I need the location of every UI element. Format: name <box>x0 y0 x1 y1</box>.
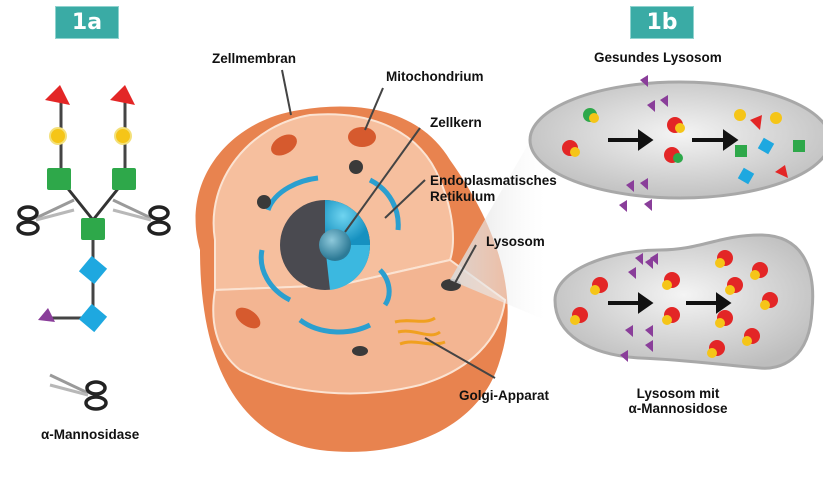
label-zellkern: Zellkern <box>430 115 482 130</box>
red-triangle-right <box>110 85 135 105</box>
green-cube-left <box>47 168 71 190</box>
label-alpha-mannosidose: α-Mannosidose <box>628 401 728 416</box>
label-lysosom-mit: Lysosom mit <box>636 386 720 401</box>
purple-triangle <box>38 308 55 322</box>
healthy-lysosome <box>528 75 823 212</box>
vesicle-3 <box>352 346 368 356</box>
blue-cube-lower <box>78 303 108 333</box>
vesicle-2 <box>349 160 363 174</box>
label-er-line1: Endoplasmatisches <box>430 173 557 188</box>
mitochondrion-1 <box>348 127 376 147</box>
blue-cube-upper <box>78 255 108 285</box>
mitochondrion-2 <box>271 134 297 156</box>
scissors-icon <box>48 373 108 411</box>
yellow-circle-left <box>49 127 67 145</box>
label-gesundes-lysosom: Gesundes Lysosom <box>594 50 722 65</box>
label-golgi: Golgi-Apparat <box>459 388 549 403</box>
yellow-circle-right <box>114 127 132 145</box>
nucleolus <box>319 229 351 261</box>
panel-1a-badge: 1a <box>55 6 119 39</box>
legend-alpha-mannosidase: α-Mannosidase <box>41 427 140 442</box>
label-lysosom: Lysosom <box>486 234 545 249</box>
green-cube-center <box>81 218 105 240</box>
scissors-icon-left <box>16 198 76 236</box>
glycan-clusters <box>562 108 685 163</box>
diseased-lysosome <box>553 233 815 370</box>
red-triangle-left <box>45 85 70 105</box>
label-er-line2: Retikulum <box>430 189 496 204</box>
accumulated-glycans <box>570 250 778 358</box>
label-mitochondrium: Mitochondrium <box>386 69 484 84</box>
scissors-icon-right <box>111 198 171 236</box>
leader-lines <box>281 69 496 379</box>
vesicle-1 <box>257 195 271 209</box>
cell <box>195 106 508 452</box>
zoom-cone <box>450 115 545 320</box>
mitochondrion-3 <box>235 307 261 329</box>
panel-1b-badge: 1b <box>630 6 694 39</box>
er <box>258 175 401 335</box>
label-zellmembran: Zellmembran <box>212 51 297 66</box>
golgi <box>394 316 446 346</box>
glycan-chain <box>38 85 136 333</box>
green-cube-right <box>112 168 136 190</box>
